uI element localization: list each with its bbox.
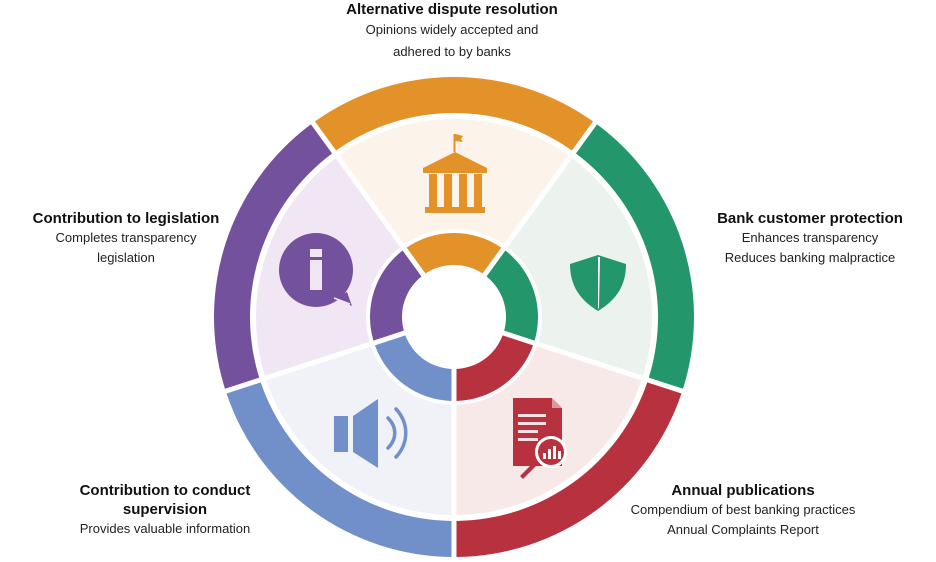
label-contribution-to-legislation: Contribution to legislation Completes tr… xyxy=(6,209,246,268)
segment-description-line: Enhances transparency xyxy=(741,230,879,245)
segment-title: Contribution to legislation xyxy=(32,210,220,227)
shield-icon xyxy=(570,255,626,311)
outer-ring-arc xyxy=(456,382,682,557)
segment-title: Bank customer protection xyxy=(717,210,903,227)
label-annual-publications: Annual publications Compendium of best b… xyxy=(598,481,888,540)
segment-adr xyxy=(314,76,594,274)
segment-description-line: Completes transparency xyxy=(55,230,197,245)
label-alternative-dispute-resolution: Alternative dispute resolution Opinions … xyxy=(302,0,602,63)
segment-description-line: Reduces banking malpractice xyxy=(724,250,896,265)
bank-building-icon xyxy=(423,134,487,213)
inner-ring-arc xyxy=(374,335,452,401)
outer-ring-arc xyxy=(214,124,333,389)
segment-description-line: legislation xyxy=(97,250,155,265)
label-conduct-supervision: Contribution to conduct supervision Prov… xyxy=(40,481,290,539)
segment-description-line: adhered to by banks xyxy=(393,44,511,59)
inner-ring-arc xyxy=(370,250,422,341)
inner-ring-arc xyxy=(456,335,534,401)
segment-background xyxy=(339,119,569,245)
segment-title: Contribution to conduct supervision xyxy=(79,482,251,518)
segment-description-line: Provides valuable information xyxy=(79,521,251,536)
segment-description-line: Compendium of best banking practices xyxy=(630,502,856,517)
segment-title: Alternative dispute resolution xyxy=(346,1,558,18)
outer-ring-arc xyxy=(575,124,695,389)
outer-ring-arc xyxy=(314,76,594,151)
segment-description-line: Opinions widely accepted and xyxy=(365,22,539,37)
speaker-icon xyxy=(334,399,408,468)
outer-ring-arc xyxy=(226,382,452,557)
info-bubble-icon xyxy=(279,233,353,307)
label-bank-customer-protection: Bank customer protection Enhances transp… xyxy=(690,209,930,268)
inner-ring-arc xyxy=(406,233,502,274)
segment-title: Annual publications xyxy=(671,482,815,499)
segment-description-line: Annual Complaints Report xyxy=(667,522,819,537)
report-magnifier-icon xyxy=(513,398,567,479)
inner-ring-arc xyxy=(486,250,538,341)
